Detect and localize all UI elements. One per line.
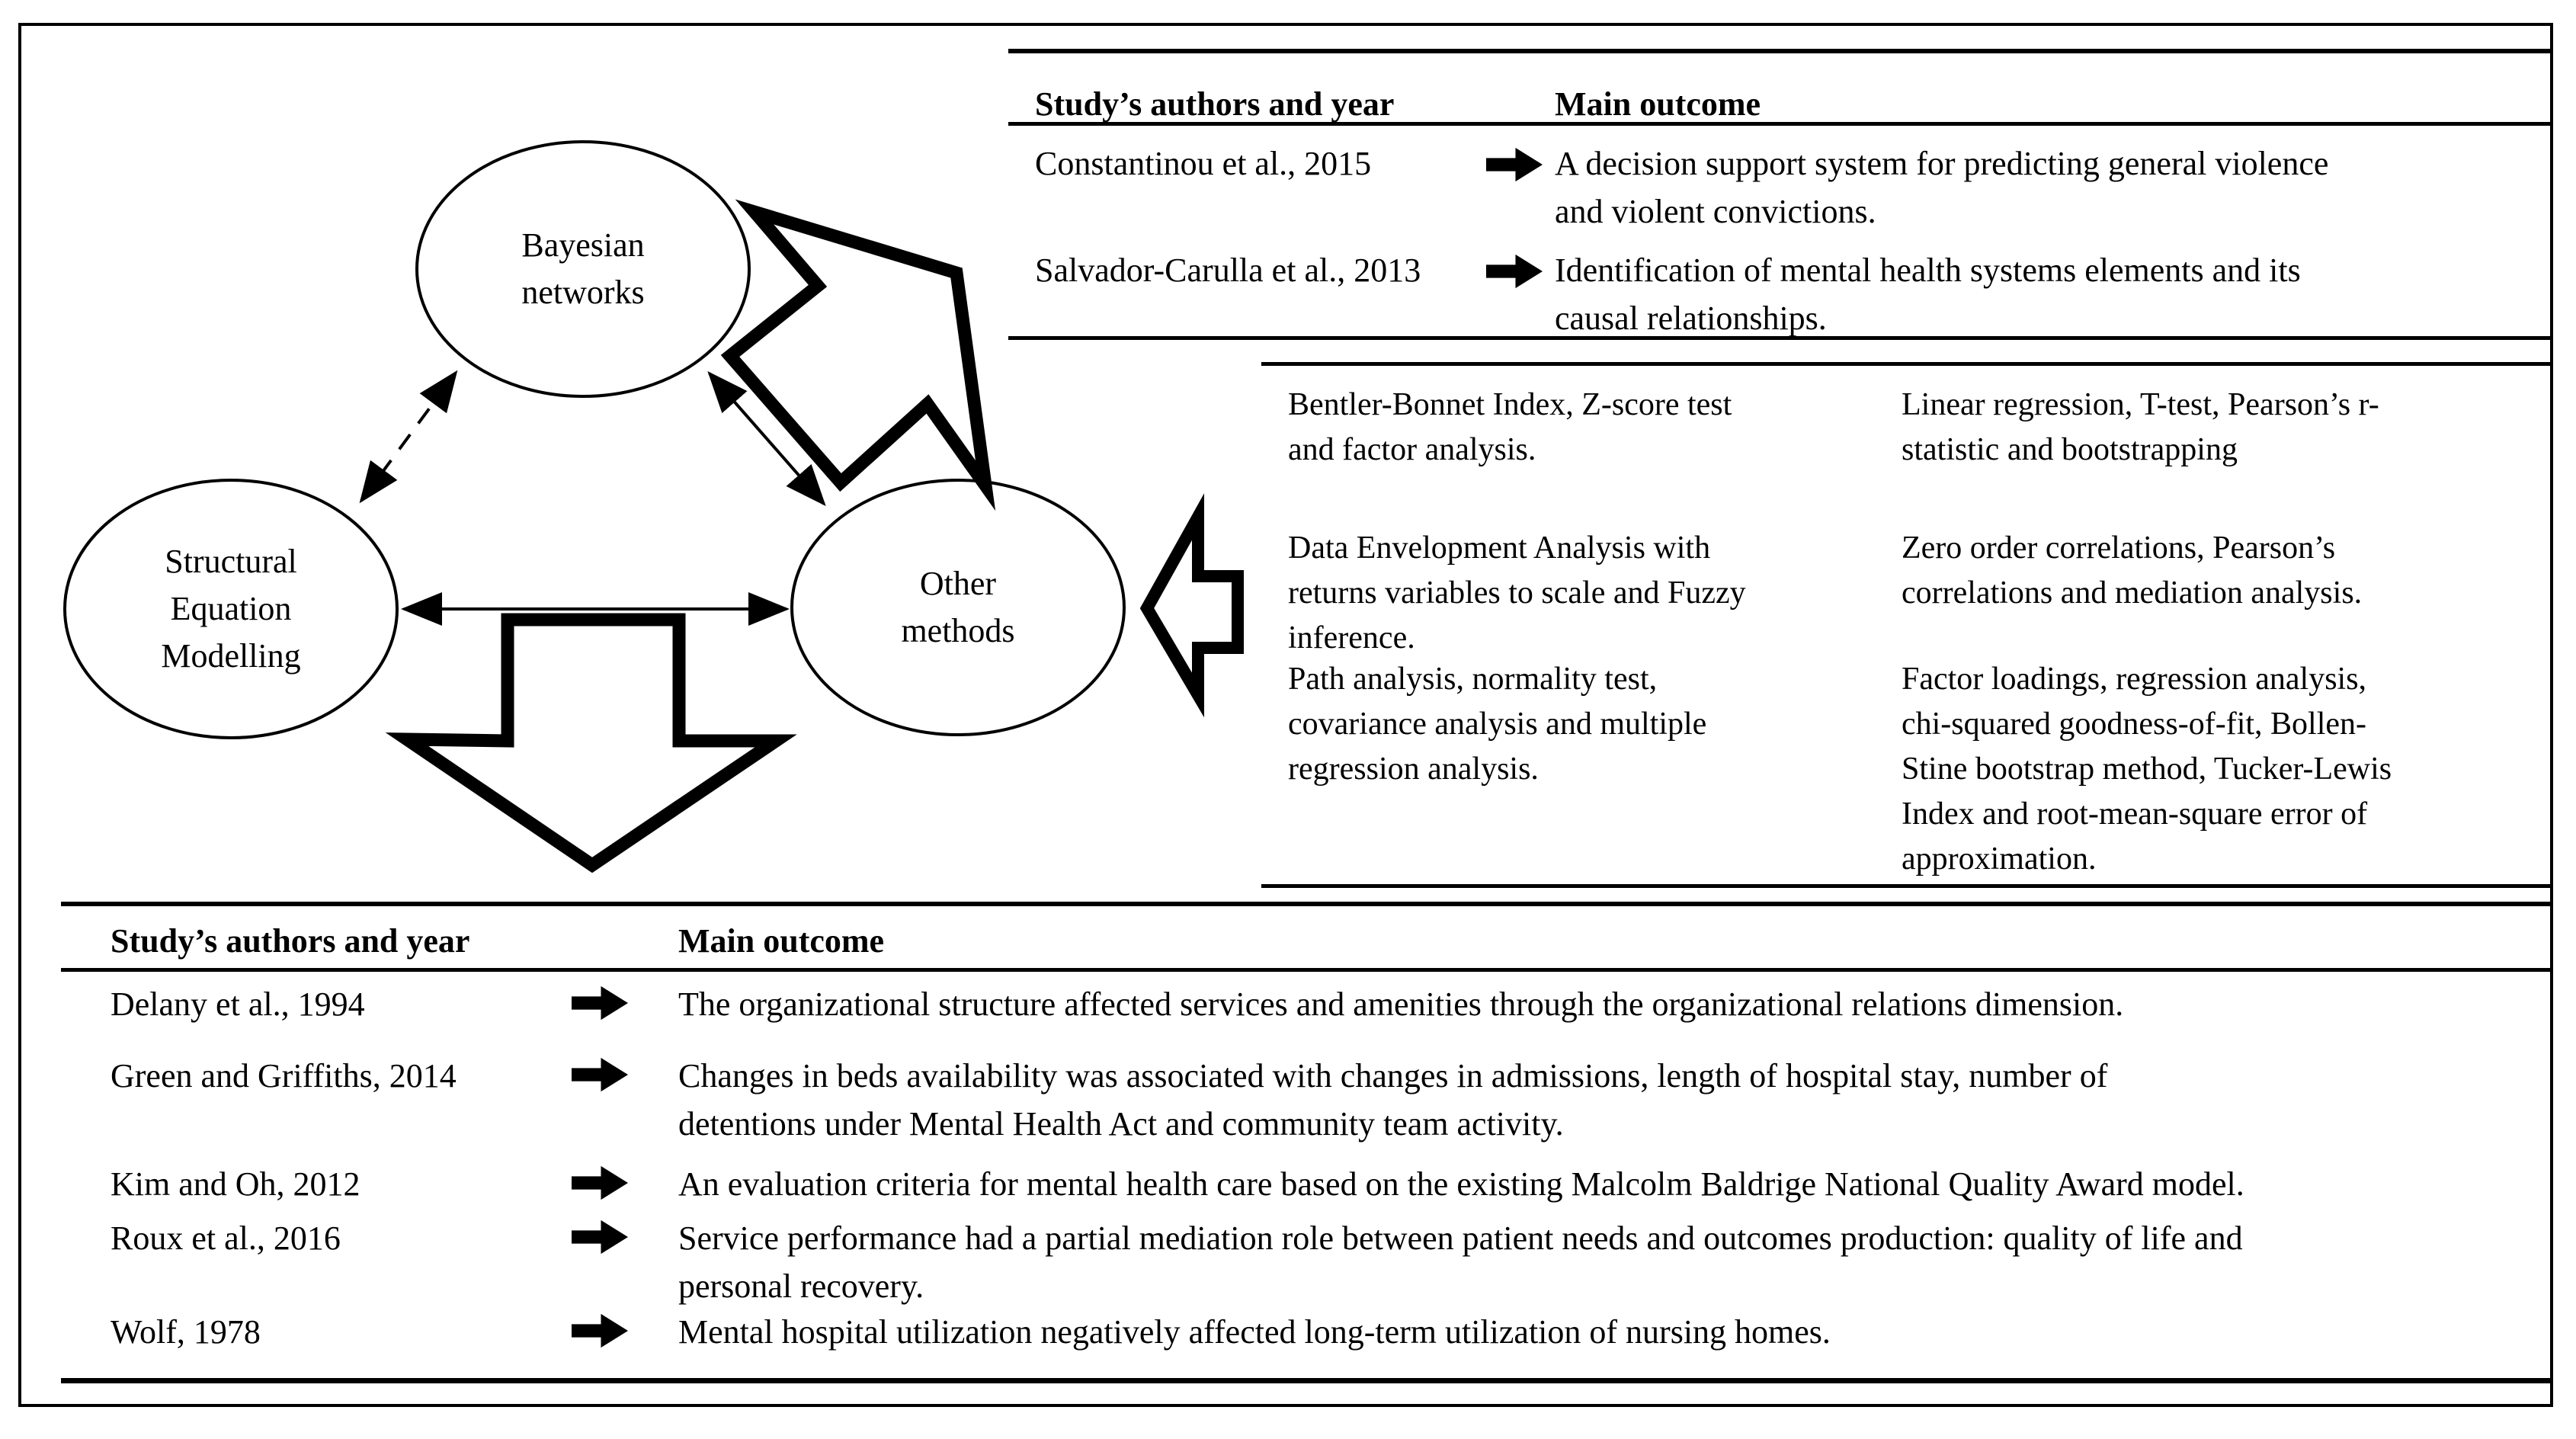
top-table-header-author: Study’s authors and year	[1035, 85, 1395, 123]
bottom-table-header-rule	[61, 968, 2553, 972]
table-row-outcome: Changes in beds availability was associa…	[678, 1057, 2108, 1143]
table-row-author: Constantinou et al., 2015	[1035, 145, 1372, 182]
methods-left-item: Path analysis, normality test, covarianc…	[1288, 662, 1707, 787]
block-arrow-left-to-other	[1139, 493, 1244, 718]
methods-left-item: Bentler-Bonnet Index, Z-score test and f…	[1288, 387, 1732, 467]
node-other-ellipse	[790, 479, 1126, 736]
table-row-author: Green and Griffiths, 2014	[111, 1057, 457, 1094]
table-row-outcome: Mental hospital utilization negatively a…	[678, 1313, 1831, 1351]
table-row-author: Delany et al., 1994	[111, 986, 365, 1023]
methods-right-item: Factor loadings, regression analysis, ch…	[1902, 662, 2392, 877]
node-label-sem: Structural Equation Modelling	[161, 543, 301, 675]
bottom-table-bottom-rule	[61, 1378, 2553, 1383]
table-row-outcome: An evaluation criteria for mental health…	[678, 1165, 2244, 1203]
block-arrow-down-to-bottom-table	[385, 613, 797, 873]
methods-right-item: Zero order correlations, Pearson’s corre…	[1902, 530, 2363, 611]
table-row-author: Wolf, 1978	[111, 1313, 261, 1351]
node-label-bayesian: Bayesian networks	[521, 226, 645, 311]
table-row-author: Roux et al., 2016	[111, 1219, 341, 1257]
top-table-top-rule	[1008, 49, 2552, 53]
bottom-table-header-author: Study’s authors and year	[111, 922, 470, 960]
top-table-header-outcome: Main outcome	[1555, 85, 1761, 123]
methods-table-bottom-rule	[1261, 884, 2552, 888]
block-arrow-bayesian-top-table	[720, 199, 996, 511]
connector-bayesian-other	[707, 370, 826, 507]
bottom-table-header-outcome: Main outcome	[678, 922, 885, 960]
methods-left-item: Data Envelopment Analysis with returns v…	[1288, 530, 1746, 655]
node-sem-ellipse	[63, 479, 399, 739]
table-row-outcome: A decision support system for predicting…	[1555, 145, 2329, 230]
methods-table-top-rule	[1261, 362, 2552, 366]
node-label-other: Other methods	[901, 565, 1015, 649]
bottom-table-top-rule	[61, 902, 2553, 906]
top-table-header-rule	[1008, 122, 2552, 126]
table-row-author: Kim and Oh, 2012	[111, 1165, 360, 1203]
table-row-outcome: The organizational structure affected se…	[678, 986, 2124, 1023]
table-row-author: Salvador-Carulla et al., 2013	[1035, 252, 1421, 289]
connector-dashed-sem-bayesian	[359, 370, 458, 504]
top-table-bottom-rule	[1008, 336, 2552, 340]
table-row-outcome: Service performance had a partial mediat…	[678, 1219, 2243, 1305]
node-bayesian-ellipse	[415, 140, 751, 398]
methods-right-item: Linear regression, T-test, Pearson’s r- …	[1902, 387, 2379, 467]
figure-border	[18, 23, 2553, 1407]
table-row-outcome: Identification of mental health systems …	[1555, 252, 2301, 337]
